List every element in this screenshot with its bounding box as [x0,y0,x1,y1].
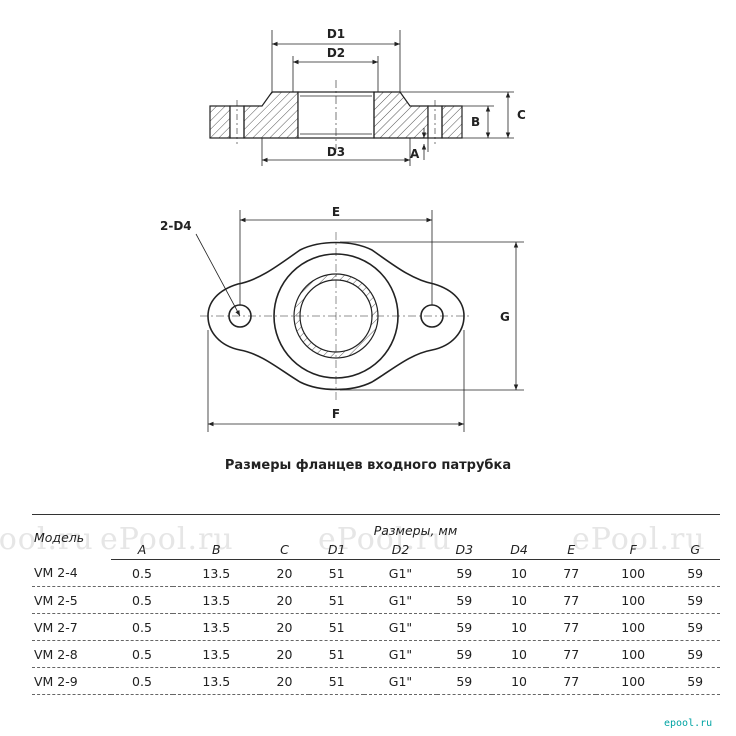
cell-d3: 59 [436,613,492,641]
header-col-e: E [546,539,597,560]
cell-f: 100 [596,613,671,641]
cell-f: 100 [596,640,671,668]
cell-f: 100 [596,667,671,695]
cell-model: VM 2-8 [32,640,111,668]
header-col-d1: D1 [309,539,365,560]
cell-b: 13.5 [172,586,260,614]
cell-d2: G1" [364,559,437,587]
cell-g: 59 [670,640,720,668]
cell-a: 0.5 [111,667,173,695]
cell-b: 13.5 [172,667,260,695]
cell-d4: 10 [491,667,547,695]
cell-d4: 10 [491,613,547,641]
cell-model: VM 2-9 [32,667,111,695]
cell-e: 77 [546,613,597,641]
cell-d3: 59 [436,586,492,614]
label-d4: 2-D4 [160,219,192,233]
header-col-d4: D4 [491,539,547,560]
cell-a: 0.5 [111,613,173,641]
header-dimensions-group: Размеры, мм [111,514,720,539]
cell-g: 59 [670,613,720,641]
cell-e: 77 [546,559,597,587]
cell-f: 100 [596,559,671,587]
label-c: C [517,108,526,122]
dimension-a [421,128,429,160]
leader-d4 [195,233,241,317]
header-col-d2: D2 [364,539,437,560]
cell-c: 20 [259,667,310,695]
header-col-g: G [670,539,720,560]
dimension-f [207,330,465,432]
cell-f: 100 [596,586,671,614]
header-col-f: F [596,539,671,560]
cell-c: 20 [259,640,310,668]
brand-logo: epool.ru [664,718,713,729]
cell-e: 77 [546,667,597,695]
cell-d4: 10 [491,640,547,668]
cell-d1: 51 [309,667,365,695]
cell-g: 59 [670,559,720,587]
header-col-a: A [111,539,173,560]
cell-c: 20 [259,613,310,641]
cell-e: 77 [546,586,597,614]
cell-d1: 51 [309,640,365,668]
header-col-b: B [172,539,260,560]
dimension-b [462,105,494,139]
cell-model: VM 2-7 [32,613,111,641]
cell-c: 20 [259,586,310,614]
cell-d1: 51 [309,559,365,587]
label-g: G [500,310,510,324]
cell-g: 59 [670,667,720,695]
label-a: A [410,147,420,161]
cell-c: 20 [259,559,310,587]
flange-drawing: D1 D2 D3 B C A [160,27,526,432]
header-col-d3: D3 [436,539,492,560]
cell-d1: 51 [309,586,365,614]
cell-d1: 51 [309,613,365,641]
flange-section-view [209,80,463,150]
dimension-e [239,210,433,305]
table-caption: Размеры фланцев входного патрубка [224,458,512,473]
cell-d3: 59 [436,667,492,695]
cell-b: 13.5 [172,640,260,668]
cell-d4: 10 [491,586,547,614]
cell-d4: 10 [491,559,547,587]
flange-plan-view [200,232,472,400]
dimension-c [400,91,514,139]
label-b: B [471,115,480,129]
header-model: Модель [32,514,111,560]
cell-model: VM 2-4 [32,559,111,587]
cell-d2: G1" [364,640,437,668]
dimension-d3 [261,138,411,166]
cell-g: 59 [670,586,720,614]
cell-d3: 59 [436,559,492,587]
cell-e: 77 [546,640,597,668]
header-col-c: C [259,539,310,560]
label-e: E [332,205,340,219]
cell-d2: G1" [364,667,437,695]
cell-model: VM 2-5 [32,586,111,614]
cell-a: 0.5 [111,586,173,614]
label-d1: D1 [327,27,345,41]
label-d3: D3 [327,145,345,159]
dimension-d1 [271,30,401,92]
cell-a: 0.5 [111,640,173,668]
cell-d2: G1" [364,586,437,614]
cell-b: 13.5 [172,559,260,587]
cell-b: 13.5 [172,613,260,641]
cell-a: 0.5 [111,559,173,587]
label-f: F [332,407,340,421]
dimension-d2 [292,56,379,92]
cell-d2: G1" [364,613,437,641]
cell-d3: 59 [436,640,492,668]
label-d2: D2 [327,46,345,60]
dimension-g [340,241,524,391]
